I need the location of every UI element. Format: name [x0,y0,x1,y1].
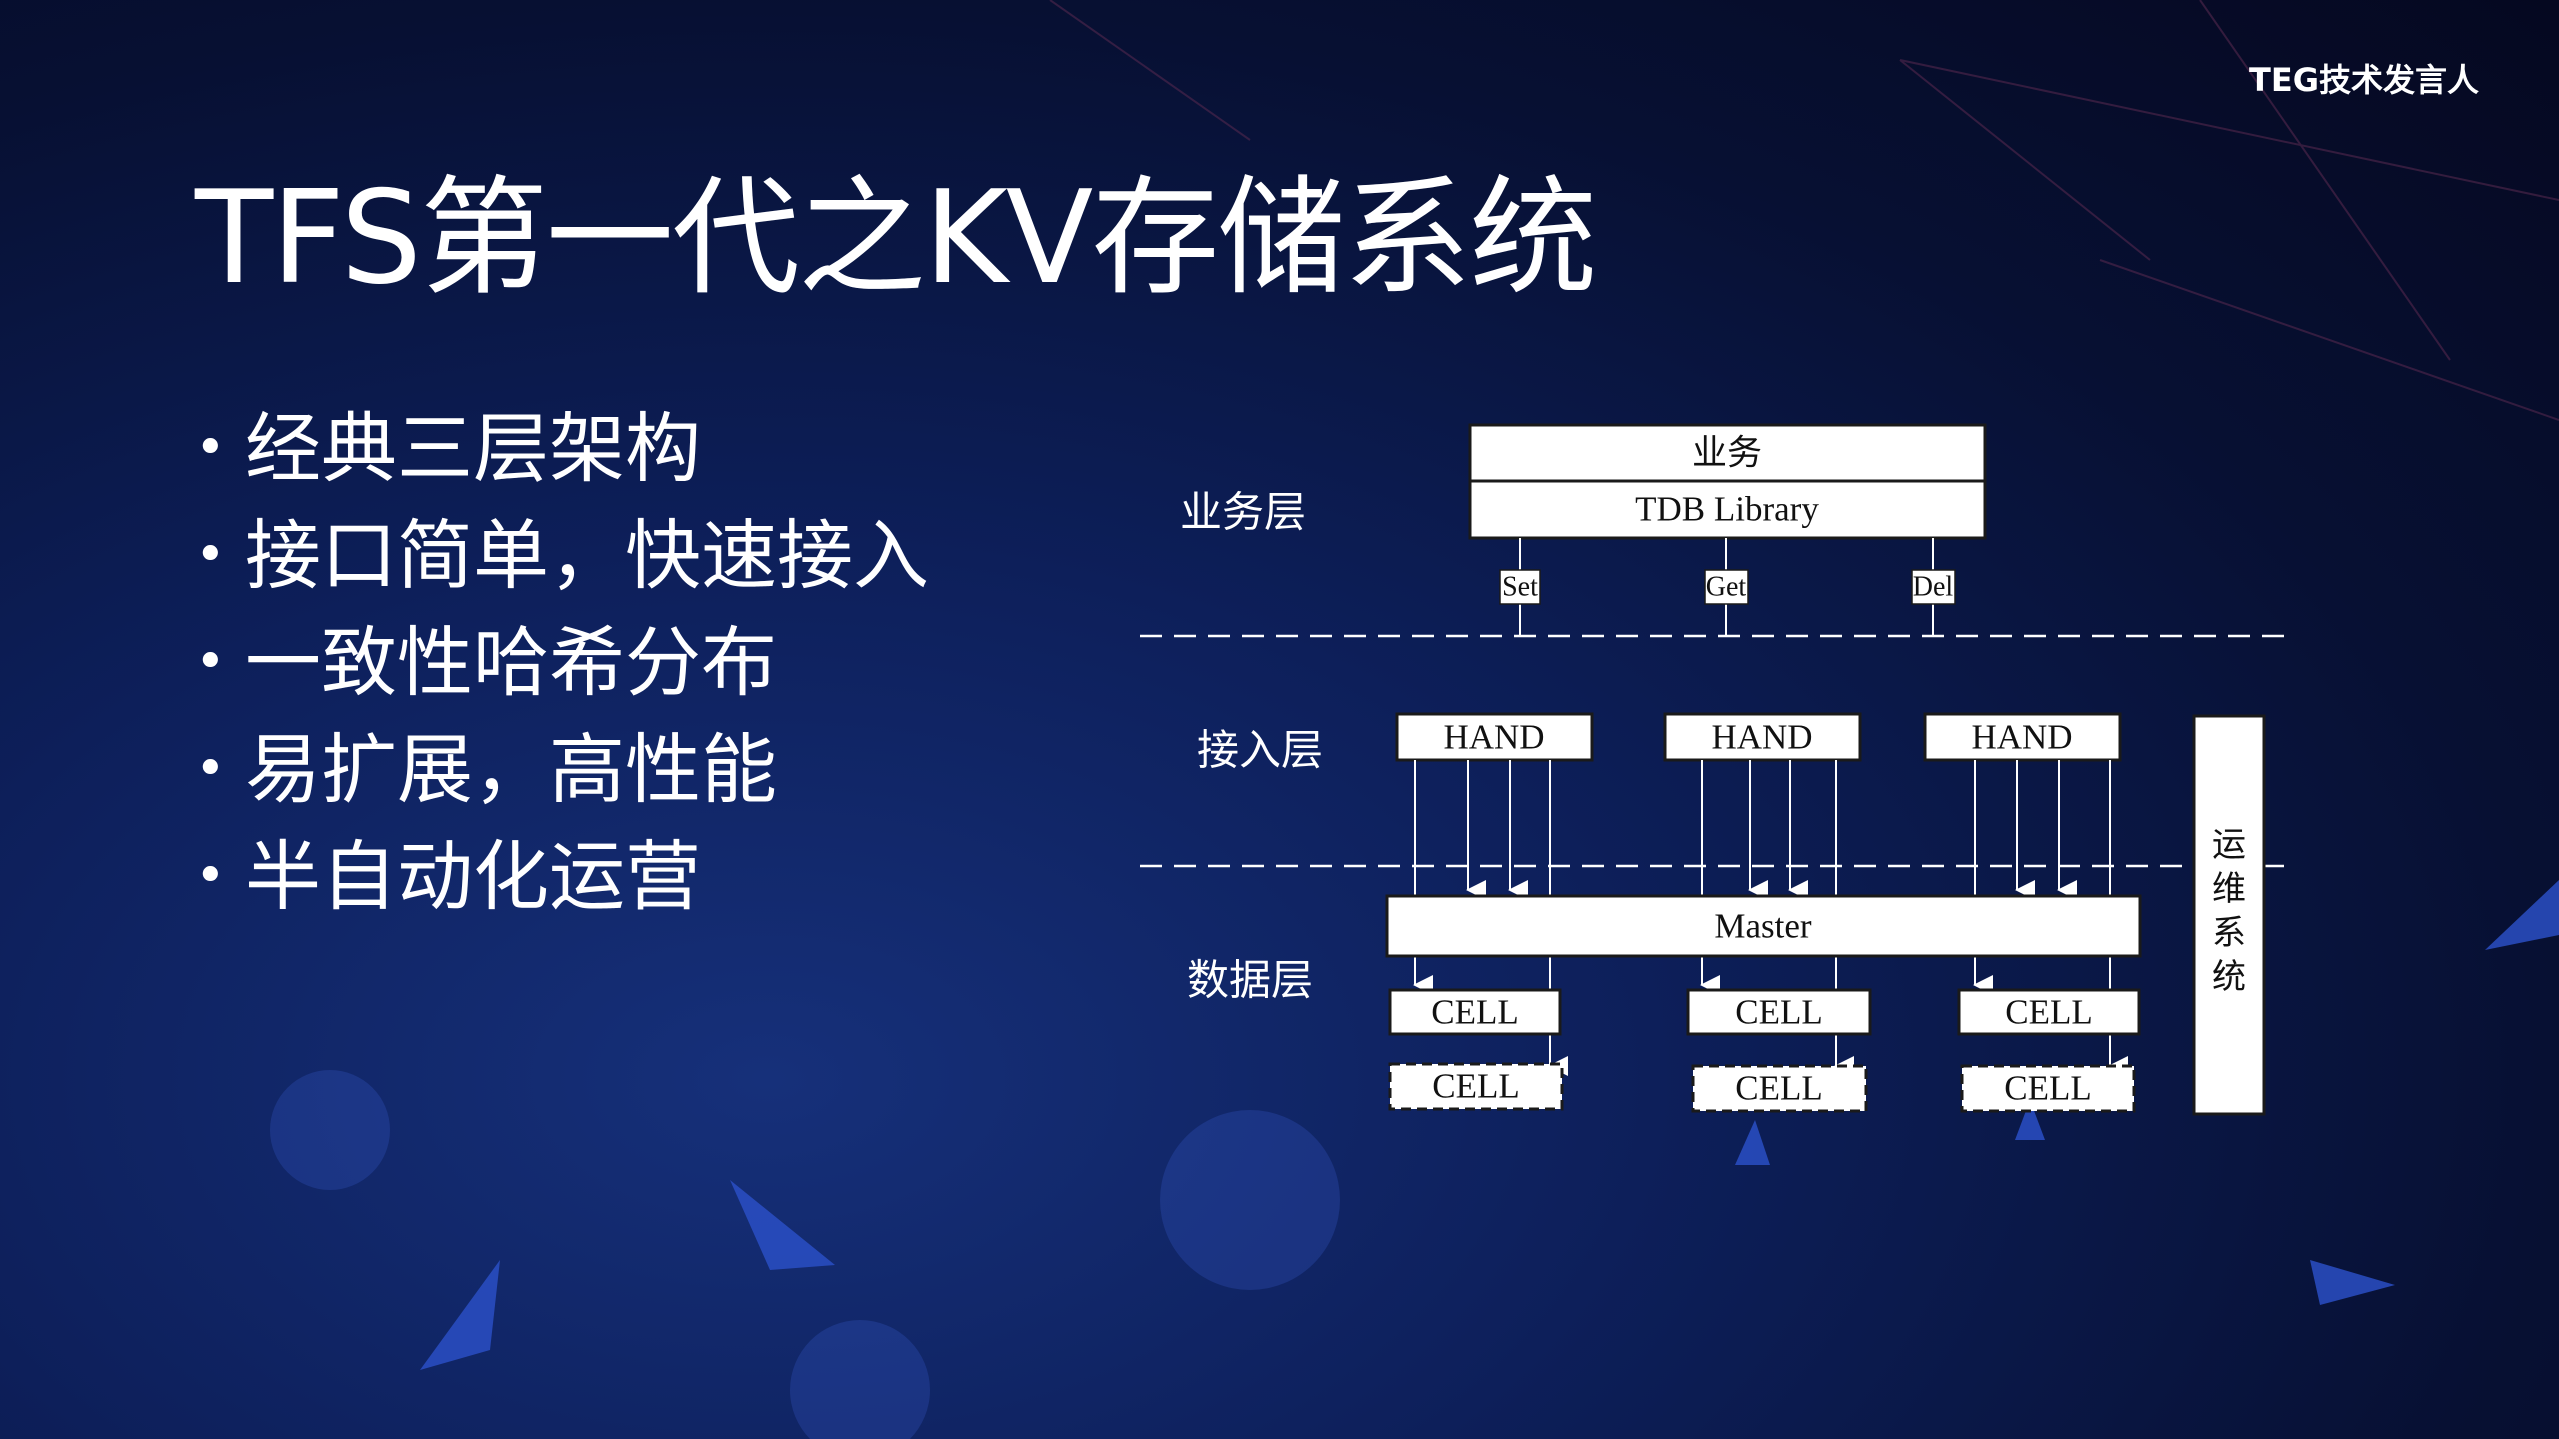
bullet-dot: • [195,632,226,692]
backup-cell-label: CELL [2004,1069,2091,1108]
api-tag-del [1911,569,1956,605]
backup-cell-label: CELL [1735,1069,1822,1108]
hand-box [1395,712,1594,762]
bullet-dot: • [195,846,226,906]
bullet-dot: • [195,525,226,585]
slide-title: TFS第一代之KV存储系统 [195,164,1597,313]
cell-box [1388,988,1562,1036]
bullet-item: • 接口简单，快速接入 [195,502,929,609]
ops-system-char: 维 [2212,869,2246,909]
layer-label-data: 数据层 [1187,956,1313,1005]
bullet-list: • 经典三层架构 • 接口简单，快速接入 • 一致性哈希分布 • 易扩展，高性能 • 半自… [195,395,929,930]
api-tag-set [1499,569,1541,605]
bullet-text: 易扩展，高性能 [245,725,777,814]
layer-label-business: 业务层 [1180,488,1306,537]
bullet-text: 接口简单，快速接入 [245,511,929,600]
bullet-item: • 易扩展，高性能 [195,716,929,823]
brand-label: TEG技术发言人 [2249,61,2479,99]
ops-system-char: 系 [2212,913,2246,953]
tdb-library-label: TDB Library [1635,490,1819,529]
tdb-library-box [1468,479,1987,540]
cell-box [1957,988,2141,1036]
ops-system-box [2192,714,2266,1116]
ops-system-char: 运 [2212,825,2246,865]
business-box [1468,423,1987,483]
api-label-del: Del [1913,572,1954,603]
api-tag-get [1704,569,1749,605]
master-box [1385,894,2142,958]
bullet-dot: • [195,418,226,478]
master-label: Master [1714,907,1812,946]
bullet-text: 一致性哈希分布 [245,618,777,707]
api-label-set: Set [1502,572,1538,603]
bullet-text: 经典三层架构 [245,404,701,493]
cell-label: CELL [1735,993,1822,1032]
hand-box [1923,712,2122,762]
hand-label: HAND [1443,718,1544,757]
bullet-item: • 经典三层架构 [195,395,929,502]
cell-label: CELL [2005,993,2092,1032]
hand-label: HAND [1711,718,1812,757]
hand-label: HAND [1971,718,2072,757]
backup-cell-label: CELL [1432,1067,1519,1106]
cell-label: CELL [1431,993,1518,1032]
bullet-item: • 半自动化运营 [195,823,929,930]
backup-cell-box [1960,1064,2136,1113]
layer-label-access: 接入层 [1197,726,1323,775]
cell-box [1686,988,1872,1036]
api-label-get: Get [1706,572,1747,603]
bullet-text: 半自动化运营 [245,832,701,921]
backup-cell-box [1691,1064,1868,1113]
backup-cell-box [1388,1062,1564,1111]
ops-system-char: 统 [2212,957,2246,997]
bullet-dot: • [195,739,226,799]
hand-box [1663,712,1862,762]
bullet-item: • 一致性哈希分布 [195,609,929,716]
business-box-label: 业务 [1692,434,1762,473]
